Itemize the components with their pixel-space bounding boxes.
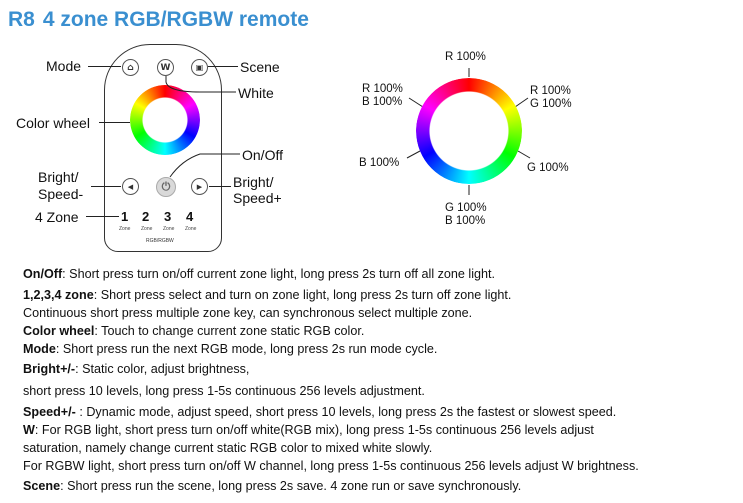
onoff-label: On/Off — [242, 147, 283, 163]
desc-zone: 1,2,3,4 zone: Short press select and tur… — [23, 288, 511, 303]
bright-speed-minus-label-1: Bright/ — [38, 169, 79, 185]
wheel-label-top-right-1: R 100% — [530, 85, 571, 97]
bright-speed-plus-label-2: Speed+ — [233, 190, 282, 206]
mode-leader — [88, 66, 121, 67]
onoff-leader — [169, 153, 240, 178]
desc-mode: Mode: Short press run the next RGB mode,… — [23, 342, 437, 357]
desc-text: For RGBW light, short press turn on/off … — [23, 459, 639, 473]
desc-bright-continued: short press 10 levels, long press 1-5s c… — [23, 384, 425, 399]
desc-color-wheel: Color wheel: Touch to change current zon… — [23, 324, 364, 339]
desc-text: : Dynamic mode, adjust speed, short pres… — [79, 405, 617, 419]
mode-icon: ⌂ — [122, 59, 139, 76]
desc-text: Continuous short press multiple zone key… — [23, 306, 473, 320]
page-title: R8 4 zone RGB/RGBW remote — [8, 8, 309, 32]
desc-text: : Short press run the next RGB mode, lon… — [55, 342, 438, 356]
bright-speed-minus-icon: ◀ — [122, 178, 139, 195]
zone-label: 4 Zone — [35, 209, 79, 225]
desc-white-continued: saturation, namely change current static… — [23, 441, 432, 456]
white-key-label: W — [160, 62, 171, 73]
desc-speed: Speed+/- : Dynamic mode, adjust speed, s… — [23, 405, 616, 420]
desc-term: Speed+/- — [23, 405, 80, 419]
desc-white-rgbw: For RGBW light, short press turn on/off … — [23, 459, 639, 474]
wheel-label-bottom-1: G 100% — [445, 202, 487, 214]
wheel-label-top-left-2: B 100% — [362, 96, 403, 108]
desc-term: On/Off — [23, 267, 63, 281]
zone-key-1: 1 — [121, 209, 129, 224]
desc-text: short press 10 levels, long press 1-5s c… — [23, 384, 425, 398]
remote-type-tag: RGB/RGBW — [146, 238, 174, 244]
zone-tag-3: Zone — [163, 226, 175, 232]
power-icon: ⏻ — [156, 177, 176, 197]
color-wheel-label: Color wheel — [16, 115, 90, 131]
white-label: White — [238, 85, 274, 101]
desc-text: saturation, namely change current static… — [23, 441, 433, 455]
desc-term: Color wheel — [23, 324, 95, 338]
desc-onoff: On/Off: Short press turn on/off current … — [23, 267, 495, 282]
bright-speed-plus-icon: ▶ — [191, 178, 208, 195]
wheel-label-top-left-1: R 100% — [362, 83, 403, 95]
remote-color-wheel — [130, 85, 200, 155]
desc-text: : Short press run the scene, long press … — [60, 479, 522, 493]
zone-tag-1: Zone — [119, 226, 131, 232]
desc-text: : Static color, adjust brightness, — [75, 362, 250, 376]
mode-label: Mode — [46, 58, 82, 74]
desc-term: W — [23, 423, 35, 437]
wheel-tick-right — [517, 150, 531, 159]
wheel-tick-top-left — [408, 97, 424, 108]
scene-label: Scene — [240, 59, 280, 75]
zone-key-3: 3 — [164, 209, 172, 224]
wheel-tick-top-right — [514, 97, 529, 108]
zone-key-4: 4 — [186, 209, 194, 224]
wheel-label-bottom-2: B 100% — [445, 215, 486, 227]
zone-leader — [86, 216, 119, 217]
zone-tag-4: Zone — [185, 226, 197, 232]
wheel-label-left: B 100% — [359, 157, 400, 169]
desc-white: W: For RGB light, short press turn on/of… — [23, 423, 594, 438]
desc-bright: Bright+/-: Static color, adjust brightne… — [23, 362, 249, 377]
wheel-label-right: G 100% — [527, 162, 569, 174]
desc-zone-continued: Continuous short press multiple zone key… — [23, 306, 472, 321]
desc-text: : Touch to change current zone static RG… — [94, 324, 365, 338]
desc-term: Mode — [23, 342, 56, 356]
white-key: W — [157, 59, 174, 76]
wheel-tick-left — [406, 150, 421, 159]
wheel-label-top-right-2: G 100% — [530, 98, 572, 110]
bright-speed-minus-leader — [91, 186, 121, 187]
desc-text: : Short press turn on/off current zone l… — [62, 267, 496, 281]
desc-text: : Short press select and turn on zone li… — [93, 288, 512, 302]
scene-icon: ▣ — [191, 59, 208, 76]
color-wheel-leader — [99, 122, 130, 123]
zone-key-2: 2 — [142, 209, 150, 224]
zone-tag-2: Zone — [141, 226, 153, 232]
color-wheel-diagram — [416, 78, 522, 184]
white-leader — [165, 76, 236, 93]
bright-speed-plus-label-1: Bright/ — [233, 174, 274, 190]
scene-leader — [208, 66, 238, 67]
desc-term: 1,2,3,4 zone — [23, 288, 94, 302]
product-name: 4 zone RGB/RGBW remote — [42, 8, 309, 31]
desc-term: Bright+/- — [23, 362, 76, 376]
bright-speed-plus-leader — [209, 186, 231, 187]
desc-scene: Scene: Short press run the scene, long p… — [23, 479, 521, 494]
bright-speed-minus-label-2: Speed- — [38, 186, 84, 202]
wheel-label-top: R 100% — [445, 51, 486, 63]
desc-term: Scene — [23, 479, 61, 493]
desc-text: : For RGB light, short press turn on/off… — [34, 423, 594, 437]
model-number: R8 — [8, 8, 35, 31]
